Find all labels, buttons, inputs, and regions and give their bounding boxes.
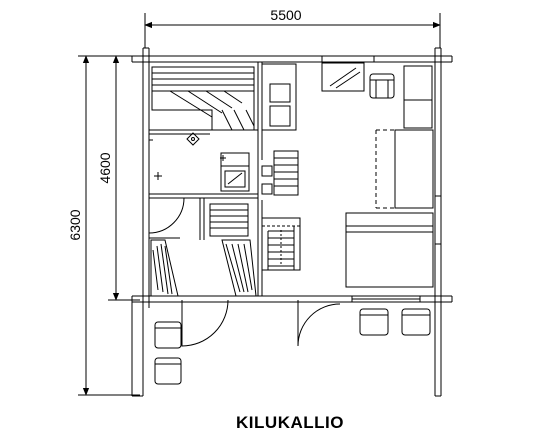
dimension-total-height [78,55,140,396]
dresser [209,203,249,237]
tv-stand [321,62,365,92]
exterior-walls [131,47,453,308]
fireplace [261,165,273,195]
porch [131,302,442,397]
main-height-dimension-label: 4600 [97,152,113,183]
dining-table [375,129,434,209]
shower-icon [154,155,226,180]
plan-title: KILUKALLIO [236,413,344,432]
bunk-bed-right [221,239,257,297]
total-height-dimension-label: 6300 [67,209,83,240]
width-dimension-label: 5500 [270,7,301,23]
porch-chairs [154,308,431,385]
doors [148,197,341,347]
kitchen-counter [261,63,297,131]
washing-machine [220,152,250,192]
fridge [273,150,299,196]
armchair-top [369,73,395,99]
dimension-width [144,13,441,48]
staircase [261,217,301,271]
bed-double [345,212,434,288]
sauna-stove-icon [186,132,200,146]
sauna-upper-bench [151,66,255,92]
bunk-bed-left [150,239,179,297]
sauna-lower-bench [151,90,255,131]
sofa-right [403,65,433,129]
